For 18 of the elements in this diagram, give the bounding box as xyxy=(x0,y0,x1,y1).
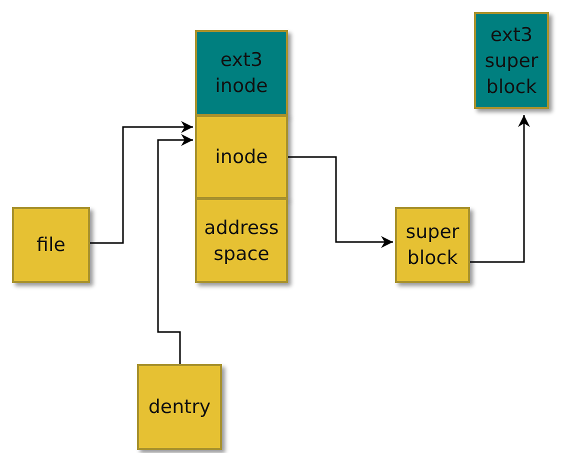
node-label: ext3 inode xyxy=(214,48,269,99)
arrow xyxy=(470,115,530,263)
node-label: file xyxy=(36,233,66,258)
arrow xyxy=(288,156,393,248)
vfs-structure-box xyxy=(12,207,90,283)
node-label: inode xyxy=(215,145,268,170)
node-label: address space xyxy=(203,216,280,266)
vfs-structure-box xyxy=(195,198,288,283)
node-label: ext3 super block xyxy=(484,22,540,100)
vfs-structure-box xyxy=(195,115,288,199)
ext3-structure-box xyxy=(195,30,288,116)
vfs-structure-box xyxy=(395,207,470,283)
vfs-structure-box xyxy=(137,364,222,450)
ext3-structure-box xyxy=(474,12,549,109)
arrow xyxy=(90,121,193,244)
node-label: super block xyxy=(404,220,460,271)
node-label: dentry xyxy=(148,395,211,420)
arrow xyxy=(157,134,193,364)
